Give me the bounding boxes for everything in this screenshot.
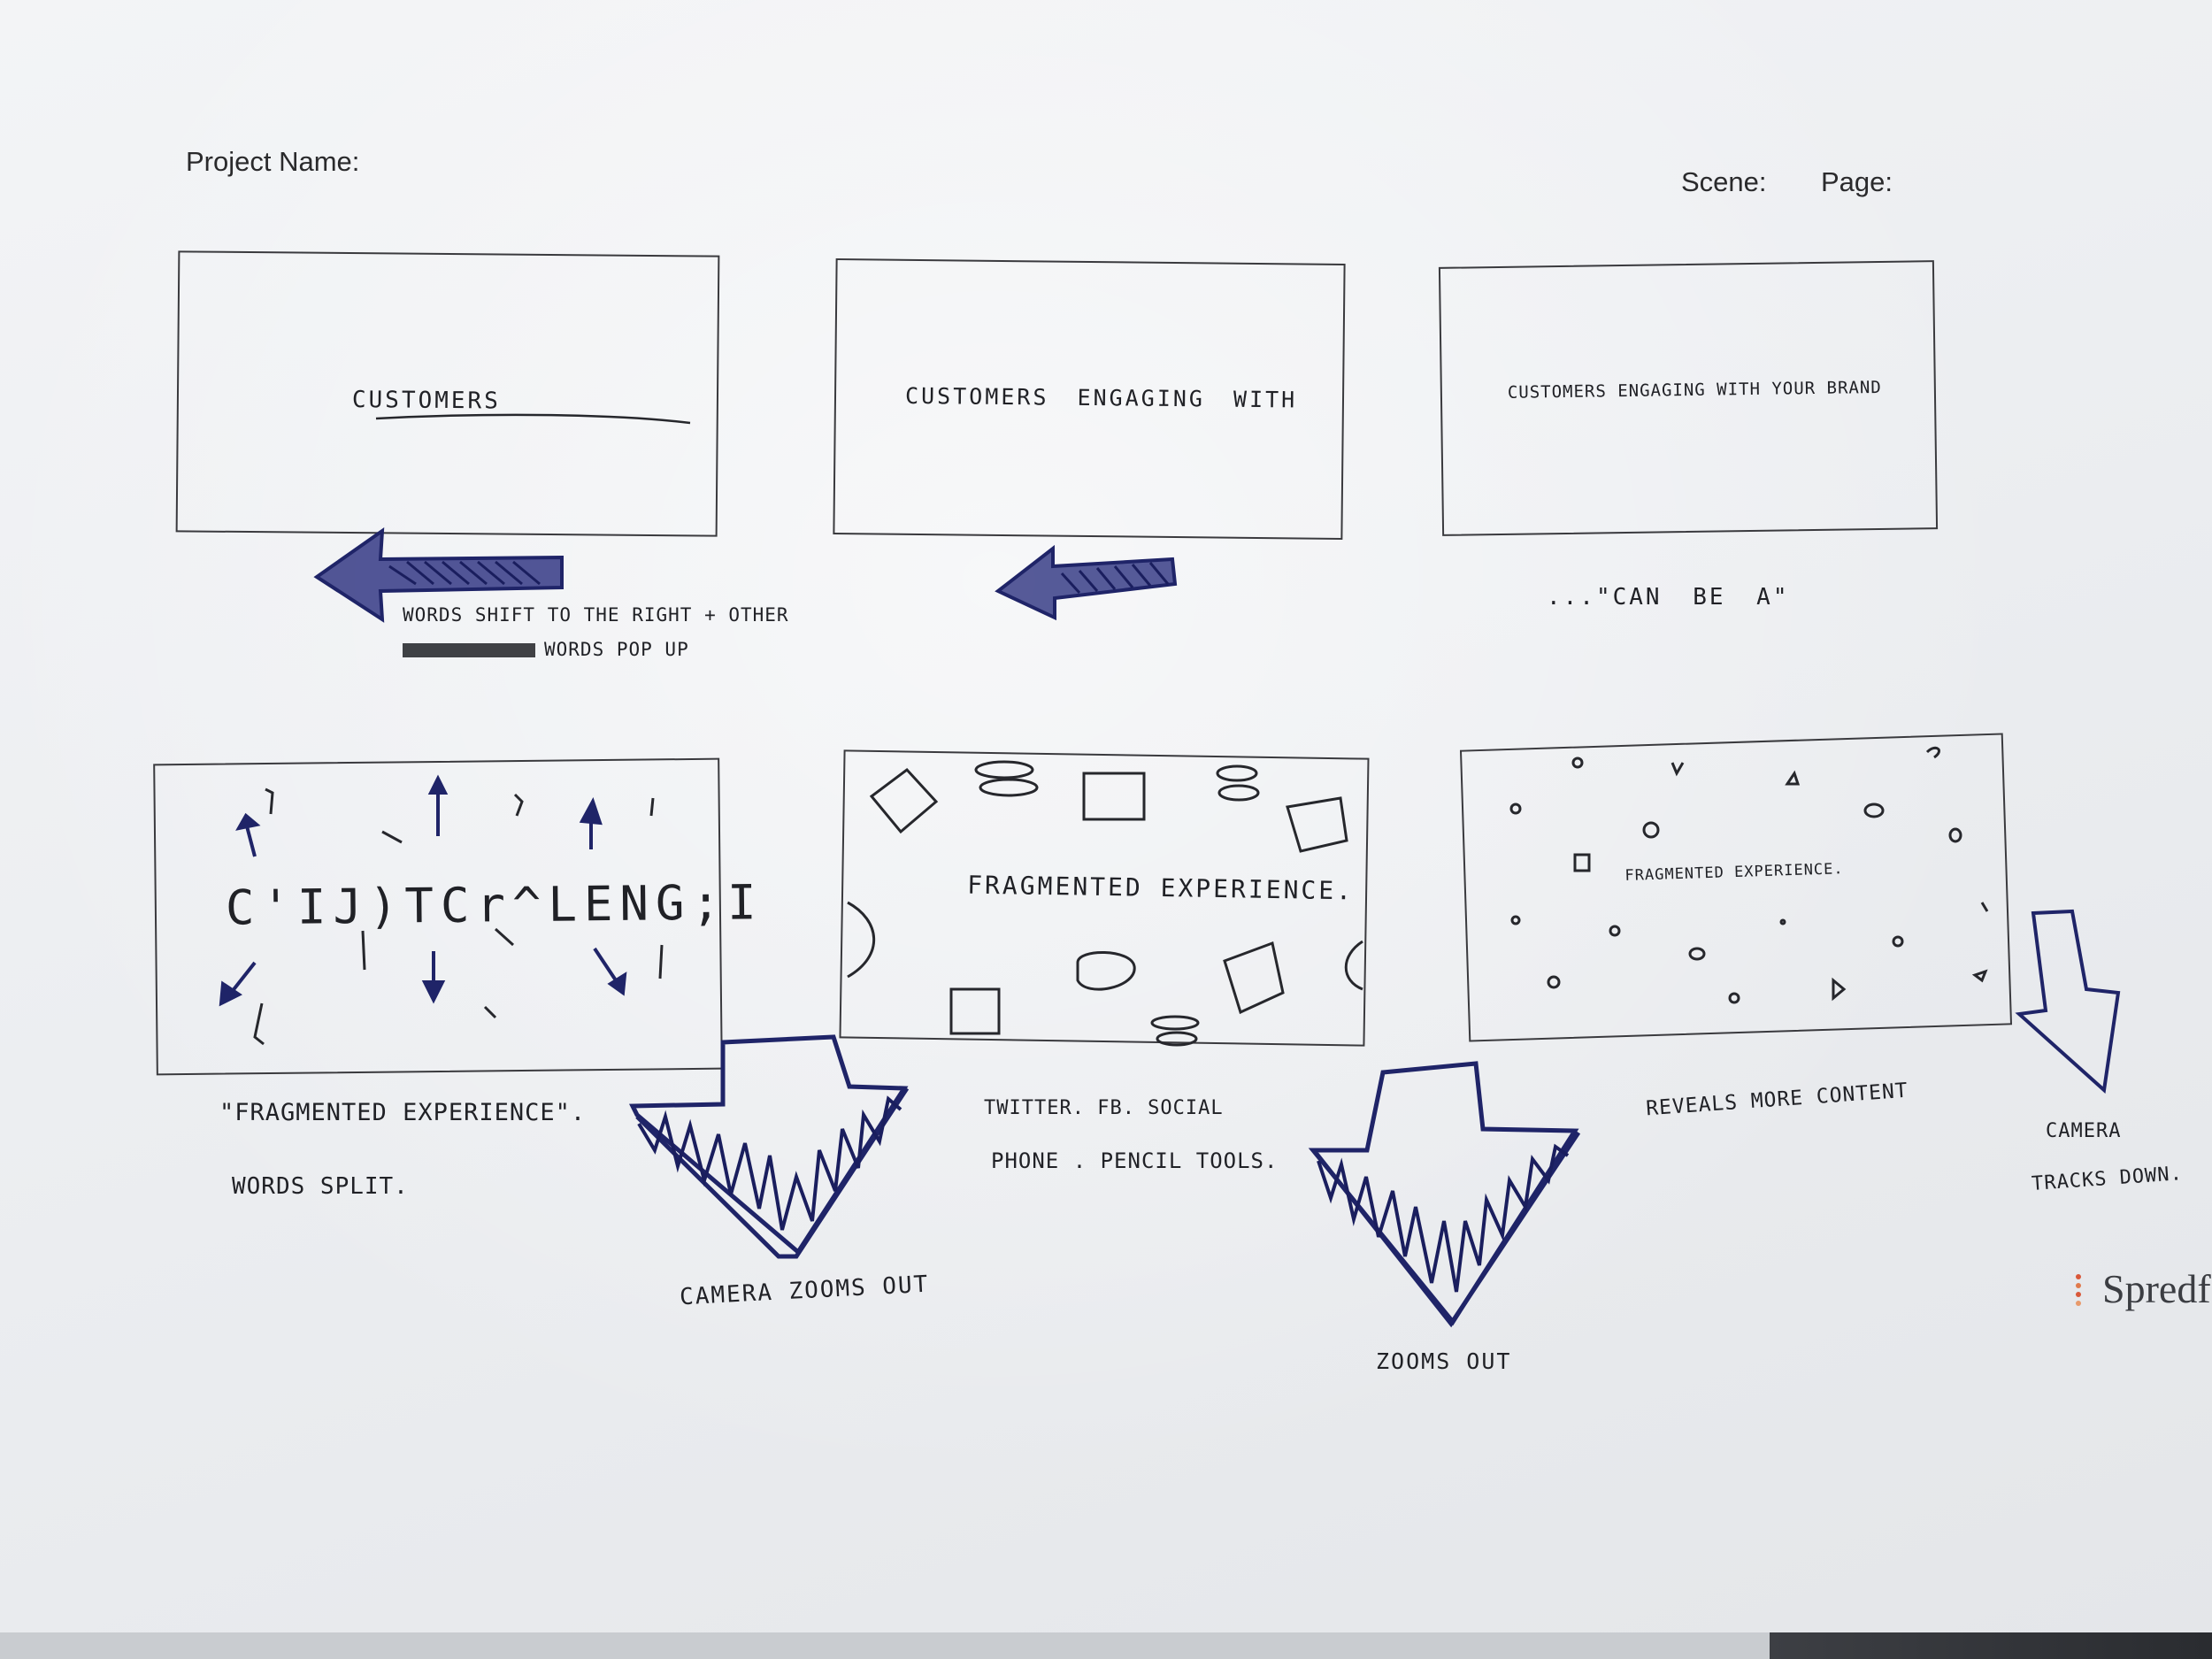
panel-5-note-line-2: PHONE . PENCIL TOOLS. [991,1148,1279,1173]
camera-zooms-out-arrow [628,1034,910,1259]
logo-dots-icon [2076,1274,2085,1313]
logo-dot [2076,1292,2081,1297]
split-word-arrows [219,774,627,1007]
caption-underline [375,413,691,425]
table-edge [0,1632,2212,1659]
panel-1-note-line-2-text: WORDS POP UP [544,639,689,660]
page-label: Page: [1821,166,1893,197]
panel-1-note-line-1: WORDS SHIFT TO THE RIGHT + OTHER [403,604,789,626]
shift-left-arrow-1 [313,526,564,623]
logo-dot [2076,1301,2081,1306]
social-icon-fragments [847,760,1363,1047]
zooms-out-note: ZOOMS OUT [1376,1348,1512,1374]
panel-4-note-line-1: "FRAGMENTED EXPERIENCE". [219,1099,587,1126]
scene-label: Scene: [1681,166,1767,197]
zooms-out-arrow [1308,1061,1581,1328]
shift-left-arrow-2 [995,544,1178,621]
split-word-fragments [253,787,664,1046]
panel-3-note: ..."CAN BE A" [1547,584,1790,611]
scribbled-out-word [403,643,535,657]
panel-5-note-line-1: TWITTER. FB. SOCIAL [984,1097,1224,1119]
camera-tracks-down-line-1: CAMERA [2046,1120,2122,1142]
panel-1-note-line-2: WORDS POP UP [403,639,689,660]
logo-dot [2076,1283,2081,1288]
camera-tracks-down-arrow [2015,909,2121,1094]
panel-4-note-line-2: WORDS SPLIT. [232,1173,409,1200]
content-fragment-dots [1509,746,1989,1004]
logo-dot [2076,1274,2081,1279]
project-name-label: Project Name: [186,146,360,177]
brand-logo: Spredf [2102,1266,2211,1311]
